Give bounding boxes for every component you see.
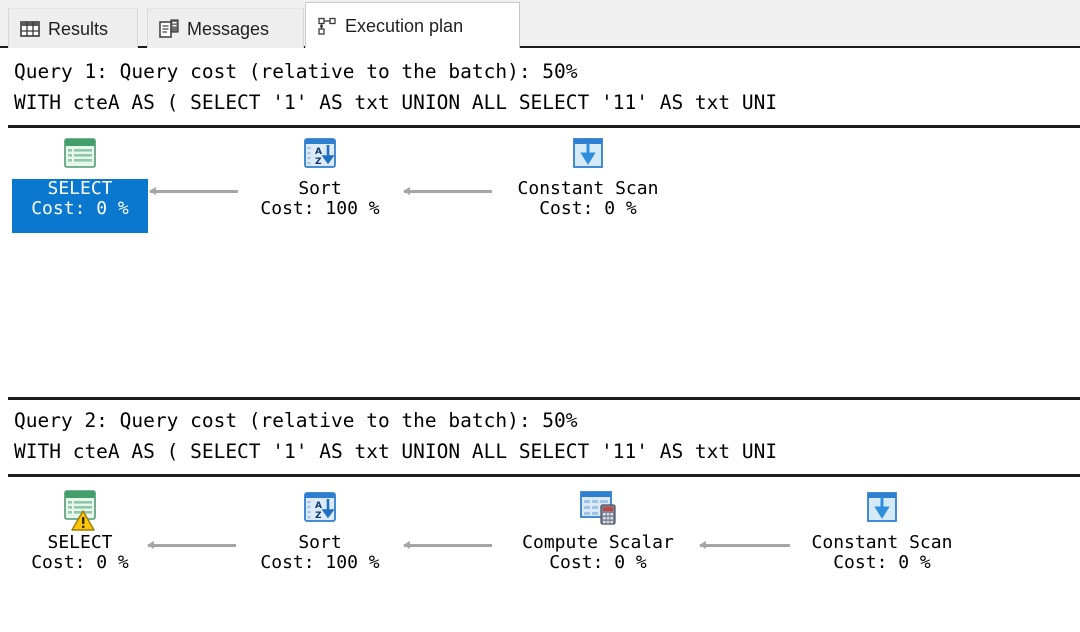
connector-scan-to-compute-2 <box>699 541 790 549</box>
connector-compute-to-sort-2 <box>403 541 492 549</box>
plan-node-sort-label: Sort <box>298 178 342 199</box>
query-1-sql: WITH cteA AS ( SELECT '1' AS txt UNION A… <box>14 91 778 114</box>
plan-node-sort-cost: Cost: 100 % <box>260 198 380 219</box>
query-2-sql: WITH cteA AS ( SELECT '1' AS txt UNION A… <box>14 440 778 463</box>
select-result-icon <box>54 133 106 179</box>
plan-node-sort-2-cost: Cost: 100 % <box>260 552 380 573</box>
results-tabstrip: Results Messages <box>0 0 1080 48</box>
plan-node-select-cost: Cost: 0 % <box>31 198 129 219</box>
plan-node-constant-scan[interactable]: Constant Scan Cost: 0 % <box>500 133 676 219</box>
plan-tree-icon <box>316 15 338 37</box>
plan-node-select-2-label: SELECT <box>47 532 113 553</box>
plan-node-select[interactable]: SELECT Cost: 0 % <box>12 133 148 233</box>
select-result-icon <box>54 487 106 533</box>
selection-highlight <box>12 179 148 233</box>
compute-scalar-icon <box>572 487 624 533</box>
plan-node-constant-scan-label: Constant Scan <box>517 178 659 199</box>
connector-scan-to-sort <box>403 187 492 195</box>
tab-results[interactable]: Results <box>8 8 138 48</box>
grid-icon <box>19 18 41 40</box>
plan-node-constant-scan-cost: Cost: 0 % <box>539 198 637 219</box>
plan-node-compute-scalar-cost: Cost: 0 % <box>549 552 647 573</box>
query-2-separator <box>8 474 1080 477</box>
plan-node-sort-2-label: Sort <box>298 532 342 553</box>
plan-pane-query-1: Query 1: Query cost (relative to the bat… <box>0 48 1080 395</box>
warning-triangle-icon <box>71 510 95 531</box>
message-log-icon <box>158 18 180 40</box>
svg-text:A: A <box>315 147 322 157</box>
plan-node-sort-2[interactable]: A Z Sort Cost: 100 % <box>248 487 392 573</box>
tab-results-label: Results <box>48 18 109 39</box>
constant-scan-icon <box>856 487 908 533</box>
plan-node-compute-scalar-label: Compute Scalar <box>522 532 674 553</box>
plan-node-constant-scan-2-cost: Cost: 0 % <box>833 552 931 573</box>
connector-sort-to-select-2 <box>147 541 236 549</box>
plan-node-select-label: SELECT <box>47 178 113 199</box>
tab-execution-plan[interactable]: Execution plan <box>305 2 520 48</box>
svg-text:Z: Z <box>315 511 322 521</box>
connector-sort-to-select <box>149 187 238 195</box>
tab-execution-plan-label: Execution plan <box>345 15 464 36</box>
query-2-header: Query 2: Query cost (relative to the bat… <box>14 409 578 432</box>
constant-scan-icon <box>562 133 614 179</box>
plan-node-constant-scan-2[interactable]: Constant Scan Cost: 0 % <box>794 487 970 573</box>
plan-pane-query-2: Query 2: Query cost (relative to the bat… <box>0 395 1080 632</box>
plan-node-select-2-cost: Cost: 0 % <box>31 552 129 573</box>
tab-messages-label: Messages <box>187 18 270 39</box>
tab-messages[interactable]: Messages <box>147 8 304 48</box>
plan-node-select-2[interactable]: SELECT Cost: 0 % <box>12 487 148 573</box>
svg-text:Z: Z <box>315 157 322 167</box>
query-1-header: Query 1: Query cost (relative to the bat… <box>14 60 578 83</box>
query-2-top-separator <box>8 397 1080 400</box>
svg-text:A: A <box>315 501 322 511</box>
query-1-separator <box>8 125 1080 128</box>
plan-node-constant-scan-2-label: Constant Scan <box>811 532 953 553</box>
plan-node-compute-scalar[interactable]: Compute Scalar Cost: 0 % <box>498 487 698 573</box>
sort-az-icon: A Z <box>294 487 346 533</box>
sort-az-icon: A Z <box>294 133 346 179</box>
plan-node-sort[interactable]: A Z Sort Cost: 100 % <box>248 133 392 219</box>
